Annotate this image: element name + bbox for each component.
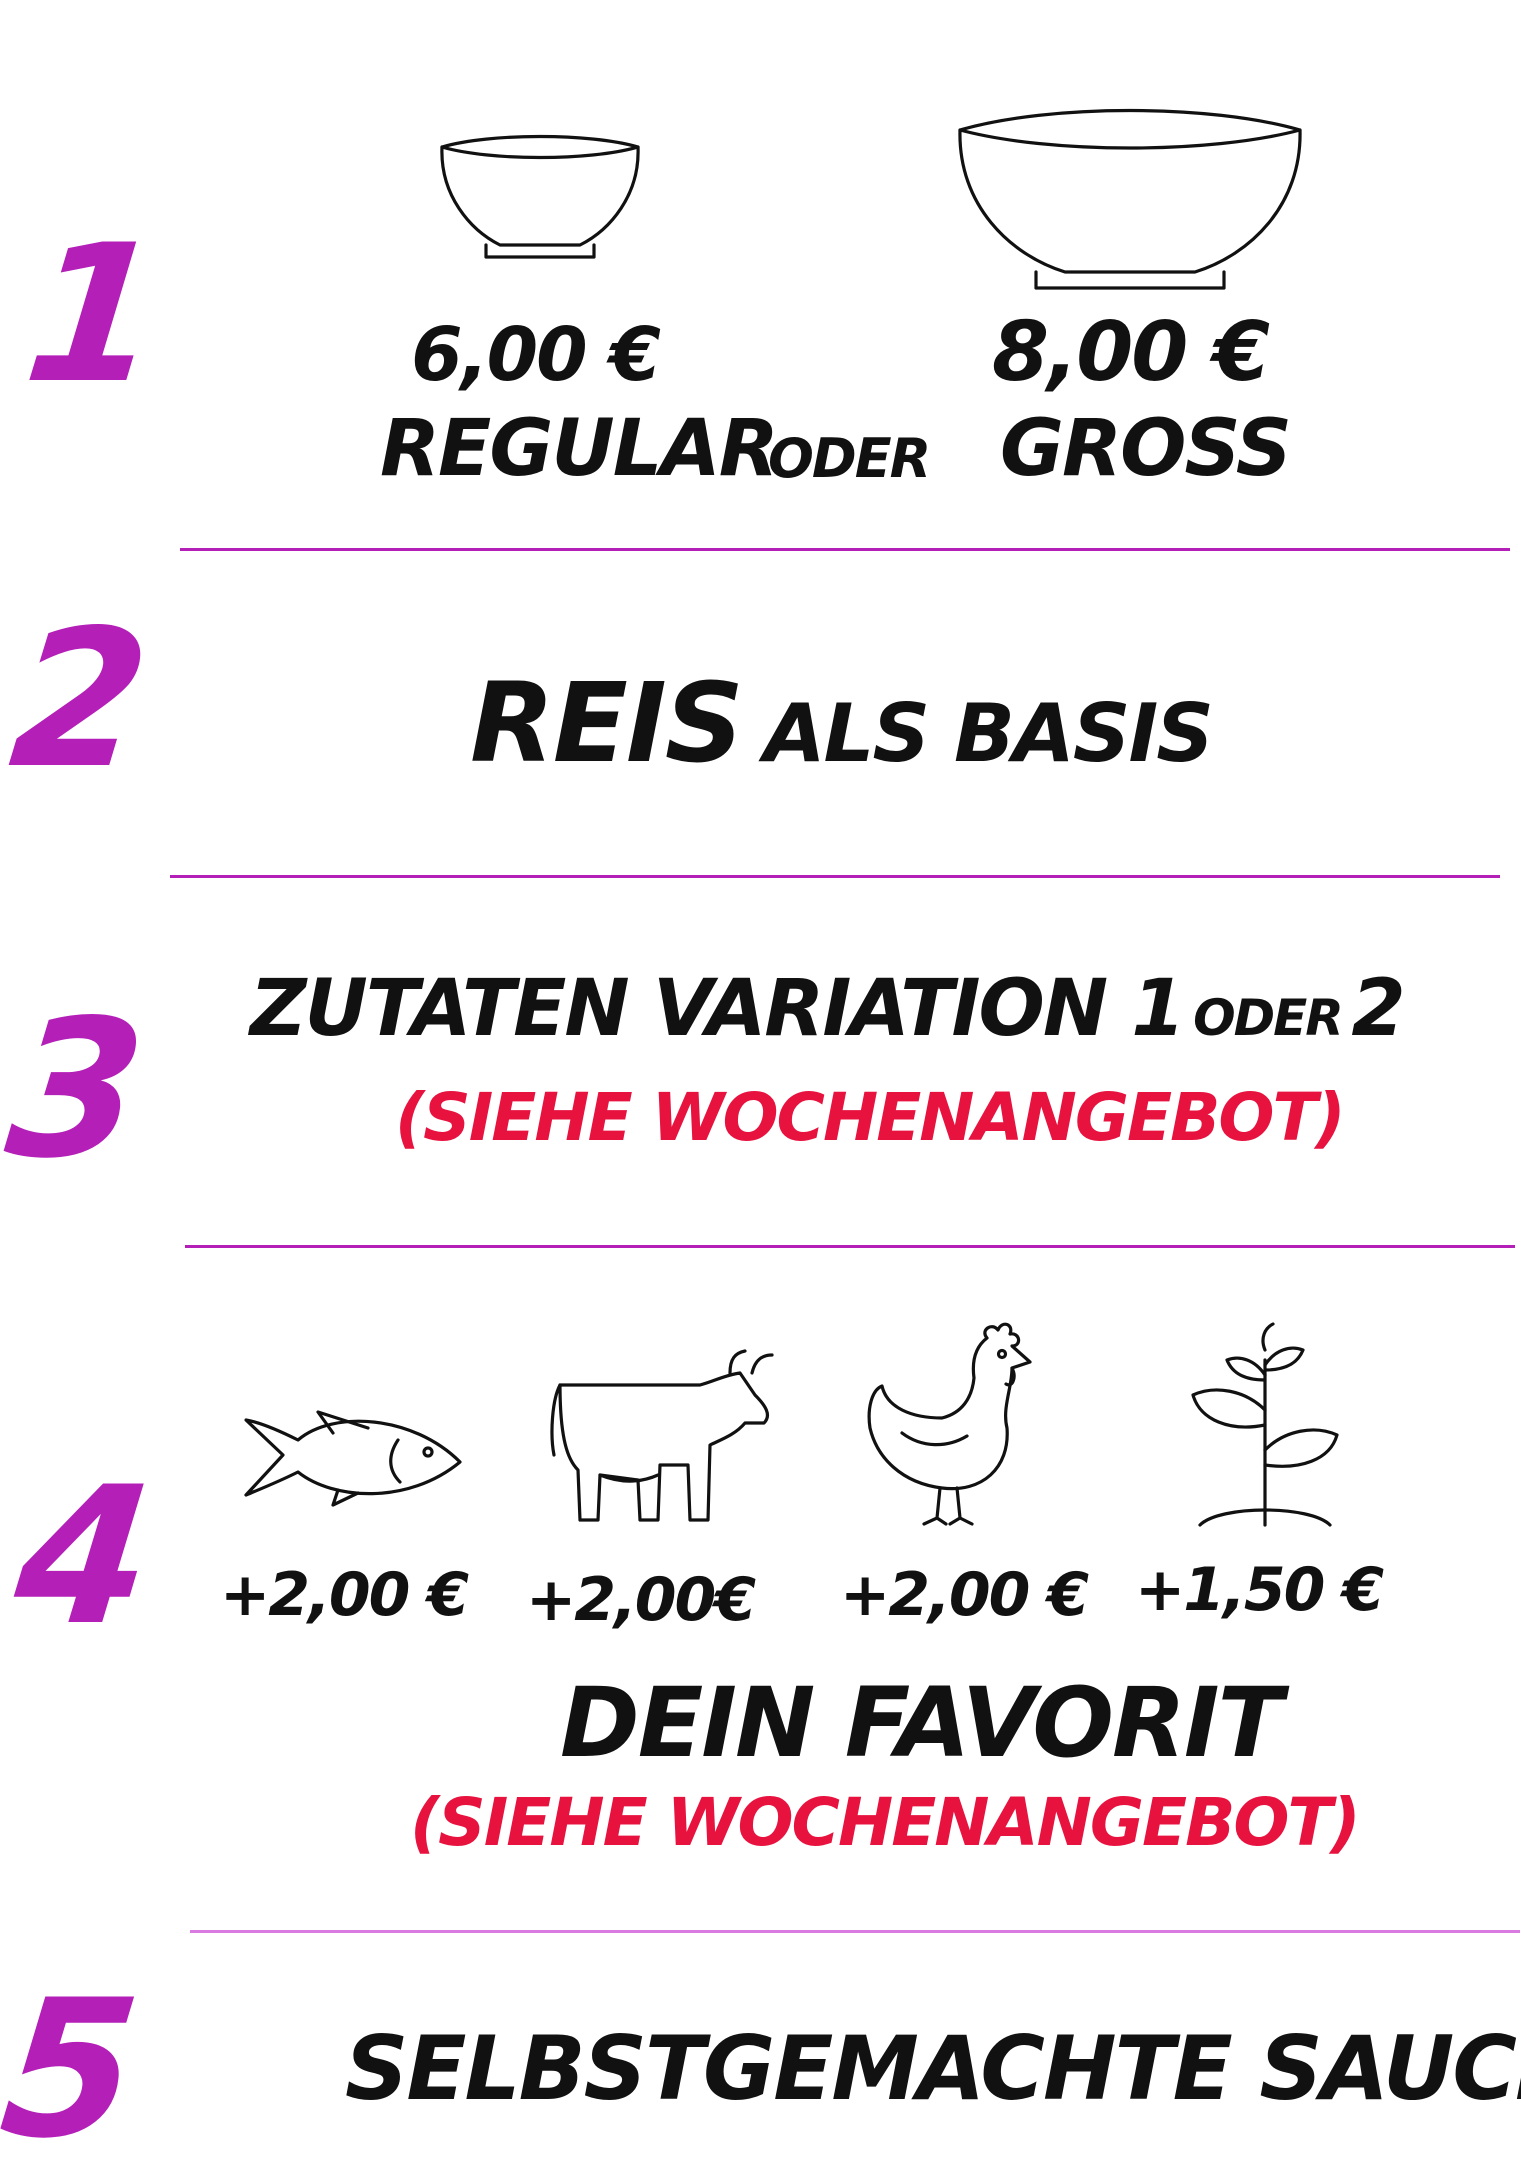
step-number-4: 4 (6, 1446, 162, 1667)
rice-base-title: REIS ALS BASIS (470, 668, 1214, 780)
step-number-1: 1 (16, 204, 172, 425)
ingredients-variation-main: ZUTATEN VARIATION 1 (250, 964, 1186, 1054)
step-number-5: 5 (0, 1959, 148, 2180)
variation-or-label: ODER (1193, 989, 1344, 1047)
divider-2 (170, 875, 1500, 878)
divider-4 (190, 1930, 1520, 1933)
bowl-small-icon (440, 134, 640, 259)
favorite-title: DEIN FAVORIT (560, 1667, 1283, 1779)
favorite-weekly-note: (SIEHE WOCHENANGEBOT) (410, 1784, 1361, 1861)
large-label: GROß (1000, 404, 1292, 494)
fish-price: +2,00 € (220, 1560, 469, 1630)
veggie-price: +1,50 € (1135, 1555, 1384, 1625)
regular-label: REGULAR (380, 404, 779, 494)
ingredients-variation-title: ZUTATEN VARIATION 1 ODER 2 (250, 970, 1406, 1048)
ingredients-weekly-note: (SIEHE WOCHENANGEBOT) (395, 1079, 1346, 1156)
regular-price: 6,00 € (411, 312, 661, 398)
cow-icon (550, 1349, 774, 1522)
variation-two: 2 (1351, 964, 1405, 1054)
rice-word: REIS (470, 659, 744, 787)
beef-price: +2,00€ (525, 1565, 756, 1635)
divider-1 (180, 548, 1510, 551)
large-price: 8,00 € (992, 305, 1270, 400)
step-number-3: 3 (0, 979, 154, 1200)
bowl-large-icon (958, 108, 1302, 290)
plant-icon (1191, 1322, 1339, 1527)
step-number-2: 2 (2, 589, 158, 810)
chicken-icon (867, 1322, 1032, 1526)
sauce-title: SELBSTGEMACHTE SAUCE (345, 2017, 1521, 2120)
fish-icon (244, 1410, 462, 1507)
divider-3 (185, 1245, 1515, 1248)
chicken-price: +2,00 € (840, 1560, 1089, 1630)
size-or-label: ODER (768, 427, 931, 490)
rice-base-rest: ALS BASIS (763, 687, 1214, 780)
